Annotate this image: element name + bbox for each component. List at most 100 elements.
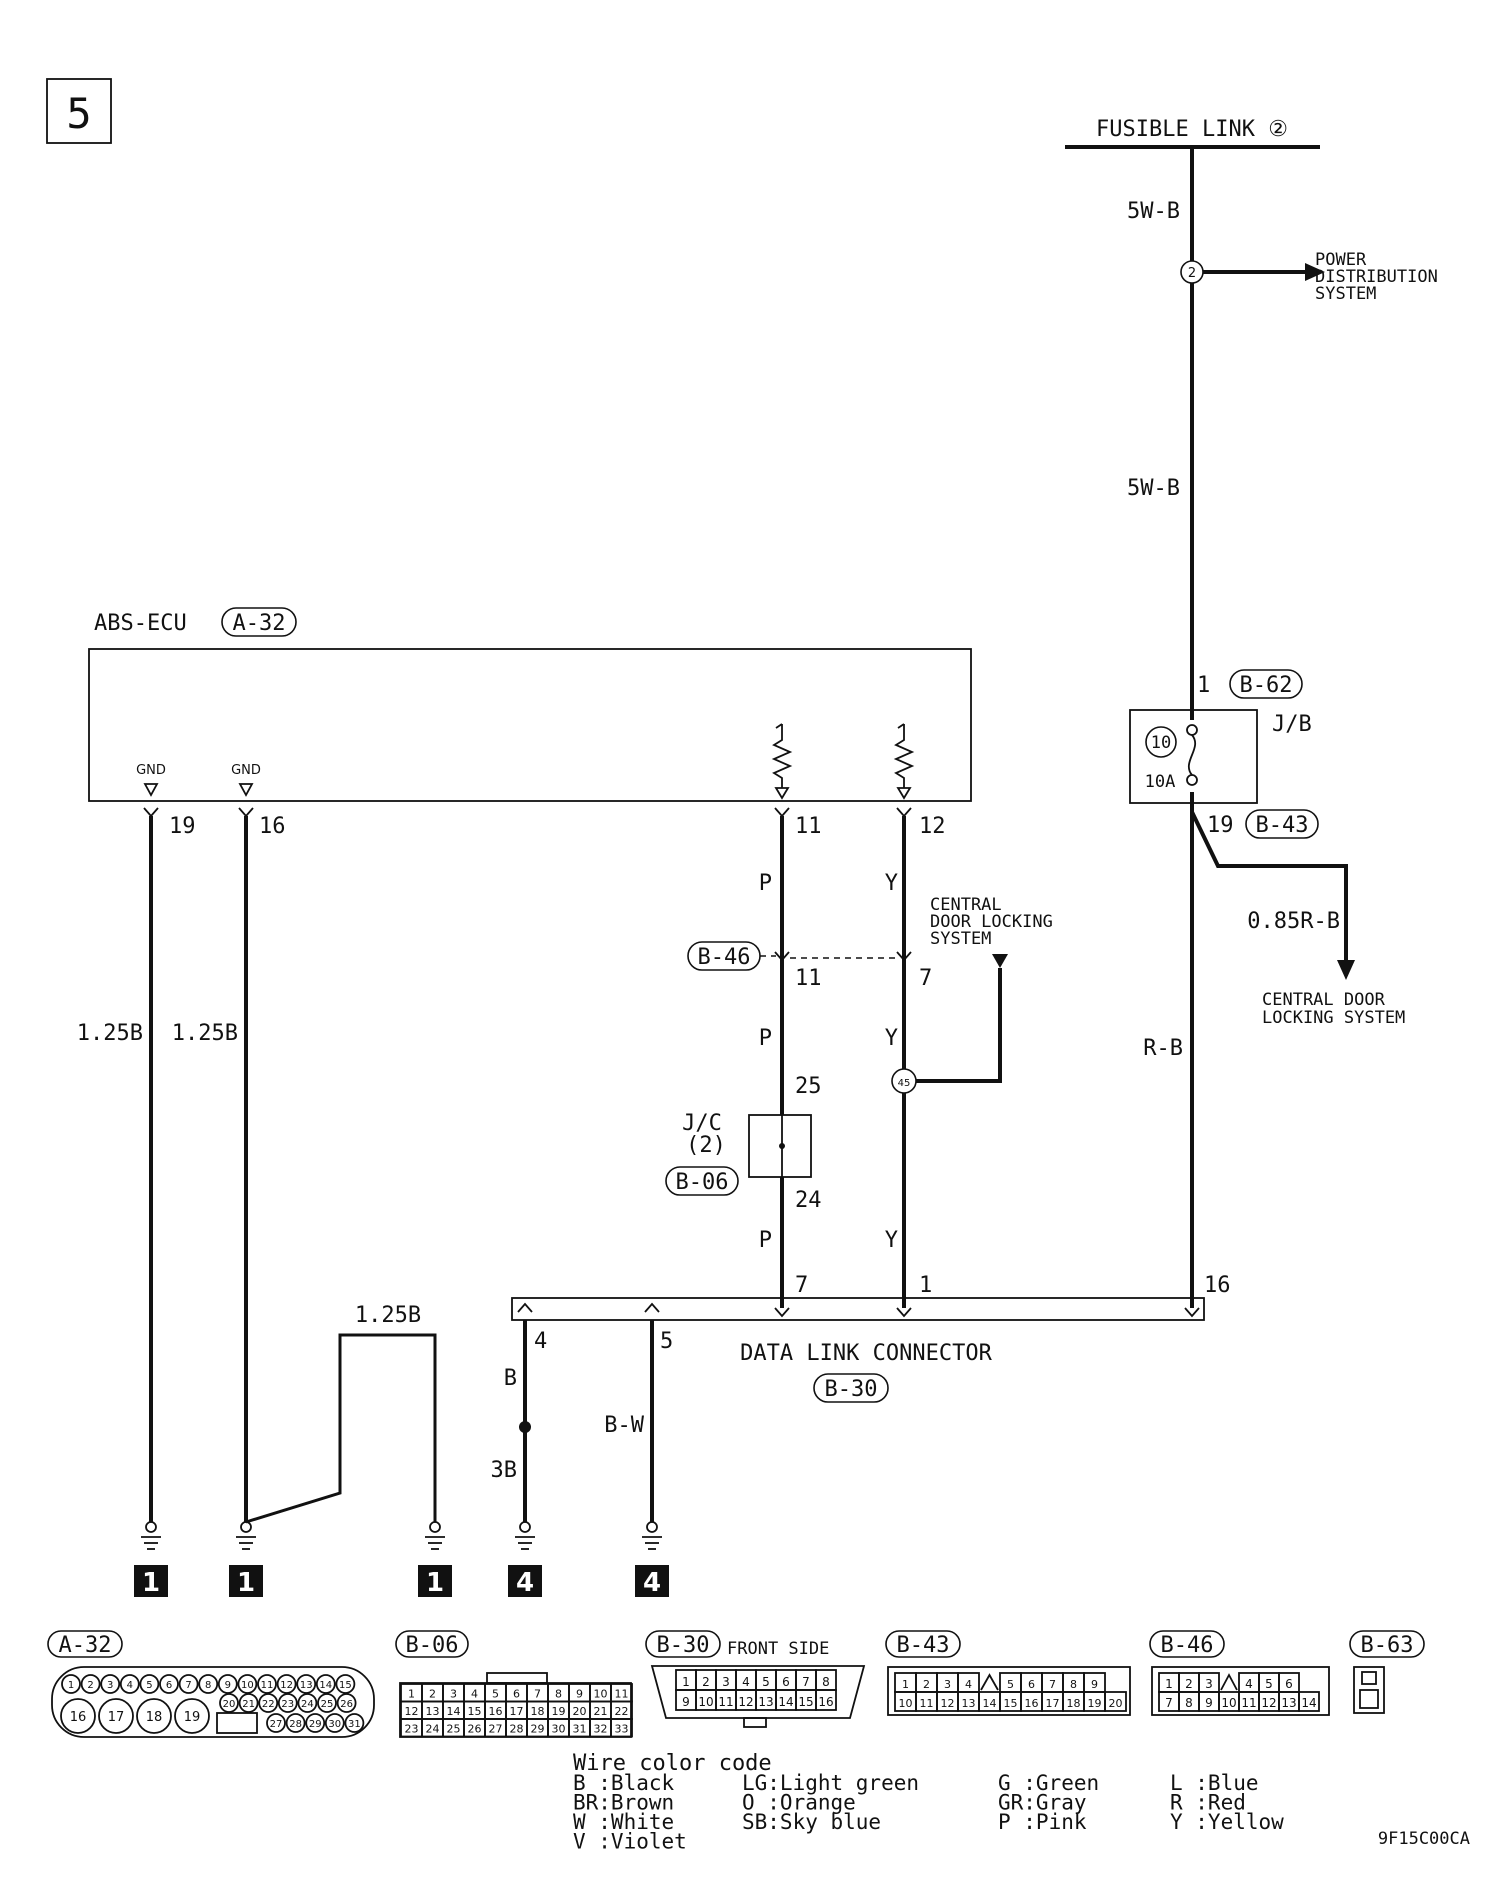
a32-pin-circle — [139, 1674, 160, 1694]
wire-label-5wb-1: 5W-B — [1127, 199, 1180, 224]
b30-pin: 6 — [782, 1675, 790, 1689]
a32-pin-circle — [136, 1698, 172, 1734]
a32-pin-circle — [297, 1693, 318, 1713]
b06-pin: 5 — [492, 1688, 499, 1701]
junction-block — [1129, 709, 1258, 804]
b43-pin: 10 — [899, 1697, 913, 1710]
jc-box — [748, 1114, 812, 1178]
fusible-link-label: FUSIBLE LINK ② — [1096, 117, 1288, 142]
a32-view-badge — [47, 1630, 123, 1658]
b43-pin: 16 — [1025, 1697, 1039, 1710]
b62-label: B-62 — [1240, 673, 1293, 698]
b30-pin: 1 — [682, 1675, 690, 1689]
gnd-arrow-icon-16 — [238, 783, 254, 797]
b06-pin: 3 — [450, 1688, 457, 1701]
a32-pin: 16 — [70, 1710, 87, 1725]
resistor-arrow-icon-11 — [774, 787, 790, 800]
b43-pin: 19 — [1088, 1697, 1102, 1710]
b06-pin: 10 — [594, 1688, 608, 1701]
b06-pin: 25 — [447, 1723, 461, 1736]
a32-pin-circle — [258, 1693, 279, 1713]
ground-symbol-1b — [236, 1521, 256, 1550]
b43-cell — [1104, 1691, 1127, 1712]
wire-label-p1: P — [759, 871, 772, 896]
b30-view-label: B-30 — [657, 1633, 710, 1658]
a32-pin-circle — [217, 1674, 238, 1694]
wire-label-bw: B-W — [604, 1413, 644, 1438]
b30-pin: 7 — [802, 1675, 810, 1689]
ground-point-box-1c — [418, 1565, 452, 1597]
b06-pin: 12 — [405, 1705, 419, 1718]
a32-pin-circle — [296, 1674, 317, 1694]
b43-blank-cell — [980, 1673, 999, 1691]
dlc-pin-7: 7 — [795, 1273, 808, 1298]
ground-point-box-1a — [134, 1565, 168, 1597]
pin-mark-16 — [238, 807, 254, 818]
a32-pin-circle — [219, 1693, 239, 1713]
door-lock-branch-wire — [1190, 811, 1348, 965]
b06-pin: 16 — [489, 1705, 503, 1718]
b30-pin: 2 — [702, 1675, 710, 1689]
door-lock-arrow-up — [992, 954, 1008, 968]
b43-pin: 17 — [1046, 1697, 1060, 1710]
a32-pin: 10 — [241, 1680, 254, 1691]
b06-cell — [610, 1718, 633, 1738]
wire-label-b: B — [504, 1366, 517, 1391]
b06-pin: 11 — [615, 1688, 629, 1701]
b06-pin: 32 — [594, 1723, 608, 1736]
a32-connector-shell — [51, 1666, 375, 1738]
b06-pin: 27 — [489, 1723, 503, 1736]
b06-pin: 30 — [552, 1723, 566, 1736]
page-number-box — [46, 78, 112, 144]
legend-entry: LG:Light green — [742, 1771, 919, 1795]
b46-pin: 10 — [1221, 1696, 1236, 1710]
b46-pin: 13 — [1281, 1696, 1296, 1710]
a32-pin-circle — [237, 1674, 258, 1694]
b06-pin: 18 — [531, 1705, 545, 1718]
a32-pin-circle — [335, 1674, 356, 1694]
ground-point-4a: 4 — [516, 1568, 534, 1598]
b46-view-badge — [1149, 1630, 1225, 1658]
b63-connector-shell — [1353, 1666, 1385, 1714]
b43-pin: 7 — [1049, 1678, 1056, 1691]
a32-pin: 26 — [340, 1699, 353, 1710]
a32-pin-circle — [277, 1693, 298, 1713]
b30-latch — [743, 1717, 767, 1728]
b46-view-label: B-46 — [1161, 1633, 1214, 1658]
b46-pin: 9 — [1205, 1696, 1213, 1710]
dlc-mark-1 — [896, 1307, 912, 1318]
abs-ecu-label: ABS-ECU — [94, 611, 187, 636]
ecu-pin-16: 16 — [259, 814, 286, 839]
a32-pin: 31 — [348, 1719, 361, 1730]
fuse-rating: 10A — [1145, 772, 1176, 792]
wire-label-5wb-2: 5W-B — [1127, 476, 1180, 501]
dlc-pin-4: 4 — [534, 1329, 547, 1354]
b43-pin: 20 — [1109, 1697, 1123, 1710]
b06-pin: 20 — [573, 1705, 587, 1718]
splice-2-label: 2 — [1188, 266, 1196, 281]
b46-cell — [1298, 1691, 1320, 1712]
b46-pin-mark-11 — [774, 951, 790, 962]
ground-jumper-wire — [245, 1333, 437, 1524]
a32-pin-circle — [61, 1674, 81, 1694]
wire-label-125b-c: 1.25B — [355, 1303, 421, 1328]
a32-pin-circle — [198, 1674, 219, 1694]
a32-pin-circle — [238, 1693, 259, 1713]
a32-pin: 19 — [184, 1710, 201, 1725]
fuse-terminal-bottom — [1186, 774, 1198, 786]
fuse-number: 10 — [1151, 733, 1171, 753]
jc-pin-25: 25 — [795, 1074, 822, 1099]
a32-pin: 13 — [300, 1680, 313, 1691]
b46-label: B-46 — [698, 945, 751, 970]
legend-entry: B :Black — [573, 1771, 675, 1795]
a32-pin-circle — [257, 1674, 277, 1694]
b06-pin: 4 — [471, 1688, 478, 1701]
b43-pin: 2 — [923, 1678, 930, 1691]
legend-entry: Y :Yellow — [1170, 1810, 1284, 1834]
a32-pin: 6 — [166, 1680, 172, 1691]
b30-label: B-30 — [825, 1377, 878, 1402]
b43-pin: 11 — [920, 1697, 934, 1710]
a32-key — [216, 1712, 258, 1734]
b46-pin: 11 — [1241, 1696, 1256, 1710]
b06-pin: 26 — [468, 1723, 482, 1736]
